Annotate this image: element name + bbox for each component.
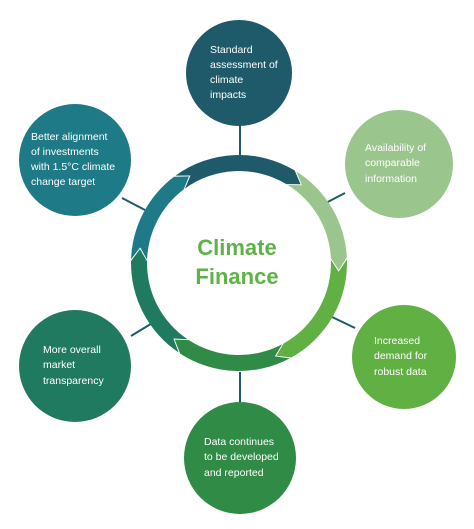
- node-demand-robust-data-label: Increased demand for robust data: [374, 335, 428, 378]
- connector-top-left: [121, 197, 146, 211]
- node-comparable-information-label: Availability of comparable information: [365, 142, 427, 185]
- ring-segment-4: [174, 339, 290, 371]
- node-better-alignment: Better alignment of investments with 1.5…: [19, 104, 131, 216]
- node-better-alignment-label: Better alignment of investments with 1.5…: [31, 130, 116, 189]
- connector-bottom-right: [329, 315, 356, 329]
- node-demand-robust-data: Increased demand for robust data: [352, 305, 456, 409]
- center-title: Climate Finance: [167, 234, 307, 291]
- node-standard-assessment: Standard assessment of climate impacts: [186, 20, 292, 126]
- ring-segment-2: [287, 171, 347, 270]
- ring-segment-5: [131, 249, 188, 353]
- ring-segment-3: [276, 259, 347, 358]
- node-comparable-information: Availability of comparable information: [345, 110, 453, 218]
- cycle-ring: [131, 155, 347, 371]
- node-market-transparency: More overall market transparency: [19, 310, 131, 422]
- node-standard-assessment-label: Standard assessment of climate impacts: [210, 43, 278, 102]
- node-data-developed-label: Data continues to be developed and repor…: [204, 436, 279, 479]
- ring-segment-6: [131, 176, 189, 260]
- node-market-transparency-label: More overall market transparency: [43, 344, 104, 387]
- center-title-line2: Finance: [195, 263, 279, 289]
- center-title-line1: Climate: [197, 235, 277, 260]
- ring-segment-1: [175, 155, 301, 189]
- node-data-developed: Data continues to be developed and repor…: [184, 402, 296, 514]
